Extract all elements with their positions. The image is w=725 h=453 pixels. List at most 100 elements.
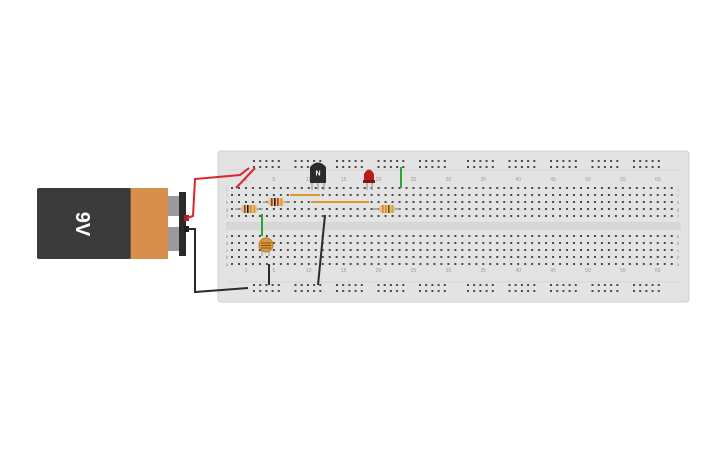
breadboard-hole[interactable] <box>384 201 387 203</box>
breadboard-hole[interactable] <box>265 256 268 258</box>
breadboard-hole[interactable] <box>300 215 303 217</box>
breadboard-hole[interactable] <box>514 166 517 168</box>
breadboard-hole[interactable] <box>244 235 247 237</box>
breadboard-hole[interactable] <box>426 215 429 217</box>
breadboard-hole[interactable] <box>279 235 282 237</box>
breadboard-hole[interactable] <box>607 242 610 244</box>
breadboard-hole[interactable] <box>545 235 548 237</box>
breadboard-hole[interactable] <box>580 235 582 237</box>
breadboard-hole[interactable] <box>482 235 485 237</box>
breadboard-hole[interactable] <box>635 215 638 217</box>
breadboard-hole[interactable] <box>614 256 617 258</box>
breadboard-hole[interactable] <box>538 187 541 189</box>
breadboard-hole[interactable] <box>335 263 338 265</box>
breadboard-hole[interactable] <box>482 201 485 203</box>
breadboard-hole[interactable] <box>524 263 527 265</box>
breadboard-hole[interactable] <box>635 208 638 210</box>
breadboard-hole[interactable] <box>559 215 562 217</box>
breadboard-hole[interactable] <box>363 242 366 244</box>
breadboard-hole[interactable] <box>642 256 645 258</box>
breadboard-hole[interactable] <box>237 235 240 237</box>
breadboard-hole[interactable] <box>348 290 351 292</box>
breadboard-hole[interactable] <box>271 284 274 286</box>
breadboard-hole[interactable] <box>538 242 541 244</box>
breadboard-hole[interactable] <box>461 215 464 217</box>
breadboard-hole[interactable] <box>467 284 469 286</box>
breadboard-hole[interactable] <box>447 194 450 196</box>
breadboard-hole[interactable] <box>440 215 443 217</box>
breadboard-hole[interactable] <box>293 201 296 203</box>
breadboard-hole[interactable] <box>508 284 511 286</box>
breadboard-hole[interactable] <box>491 166 494 168</box>
breadboard-hole[interactable] <box>593 208 596 210</box>
breadboard-hole[interactable] <box>306 166 309 168</box>
breadboard-hole[interactable] <box>468 208 471 210</box>
breadboard-hole[interactable] <box>520 166 523 168</box>
breadboard-hole[interactable] <box>586 194 589 196</box>
breadboard-hole[interactable] <box>496 249 499 251</box>
breadboard-hole[interactable] <box>419 256 422 258</box>
breadboard-hole[interactable] <box>405 242 408 244</box>
breadboard-hole[interactable] <box>279 249 282 251</box>
breadboard-hole[interactable] <box>503 208 506 210</box>
breadboard-hole[interactable] <box>300 187 303 189</box>
breadboard-hole[interactable] <box>237 249 240 251</box>
breadboard-hole[interactable] <box>300 235 303 237</box>
breadboard-hole[interactable] <box>251 249 254 251</box>
breadboard-hole[interactable] <box>377 166 380 168</box>
breadboard-hole[interactable] <box>586 187 589 189</box>
breadboard-hole[interactable] <box>440 249 443 251</box>
breadboard-hole[interactable] <box>657 290 660 292</box>
breadboard-hole[interactable] <box>593 256 596 258</box>
breadboard-hole[interactable] <box>293 235 296 237</box>
breadboard-hole[interactable] <box>491 160 494 162</box>
breadboard-hole[interactable] <box>496 215 499 217</box>
breadboard-hole[interactable] <box>360 284 363 286</box>
breadboard-hole[interactable] <box>231 263 233 265</box>
breadboard-hole[interactable] <box>559 256 562 258</box>
breadboard-hole[interactable] <box>600 208 603 210</box>
breadboard-hole[interactable] <box>475 263 478 265</box>
breadboard-hole[interactable] <box>607 194 610 196</box>
breadboard-hole[interactable] <box>412 242 415 244</box>
breadboard-hole[interactable] <box>621 249 624 251</box>
breadboard-hole[interactable] <box>639 160 642 162</box>
breadboard-hole[interactable] <box>231 242 233 244</box>
breadboard-hole[interactable] <box>251 235 254 237</box>
breadboard-hole[interactable] <box>412 187 415 189</box>
breadboard-hole[interactable] <box>573 256 576 258</box>
breadboard-hole[interactable] <box>559 235 562 237</box>
breadboard-hole[interactable] <box>354 290 357 292</box>
breadboard-hole[interactable] <box>342 187 345 189</box>
breadboard-hole[interactable] <box>607 187 610 189</box>
breadboard-hole[interactable] <box>259 284 262 286</box>
breadboard-hole[interactable] <box>294 160 297 162</box>
breadboard-hole[interactable] <box>524 187 527 189</box>
breadboard-hole[interactable] <box>433 235 436 237</box>
breadboard-hole[interactable] <box>398 215 401 217</box>
breadboard-hole[interactable] <box>426 235 429 237</box>
photoresistor[interactable] <box>258 237 274 256</box>
breadboard-hole[interactable] <box>419 215 422 217</box>
breadboard-hole[interactable] <box>545 187 548 189</box>
breadboard-hole[interactable] <box>656 235 659 237</box>
breadboard-hole[interactable] <box>286 215 289 217</box>
breadboard-hole[interactable] <box>642 187 645 189</box>
breadboard-hole[interactable] <box>562 160 565 162</box>
breadboard-hole[interactable] <box>524 235 527 237</box>
breadboard-hole[interactable] <box>642 242 645 244</box>
breadboard-hole[interactable] <box>566 208 569 210</box>
breadboard-hole[interactable] <box>482 208 485 210</box>
breadboard-hole[interactable] <box>259 166 262 168</box>
breadboard-hole[interactable] <box>524 208 527 210</box>
breadboard-hole[interactable] <box>431 166 434 168</box>
breadboard-hole[interactable] <box>628 242 631 244</box>
breadboard-hole[interactable] <box>633 160 635 162</box>
breadboard-hole[interactable] <box>573 194 576 196</box>
breadboard-hole[interactable] <box>286 242 289 244</box>
breadboard-hole[interactable] <box>635 201 638 203</box>
breadboard-hole[interactable] <box>321 208 324 210</box>
breadboard-hole[interactable] <box>639 284 642 286</box>
breadboard-hole[interactable] <box>412 215 415 217</box>
breadboard-hole[interactable] <box>314 235 317 237</box>
